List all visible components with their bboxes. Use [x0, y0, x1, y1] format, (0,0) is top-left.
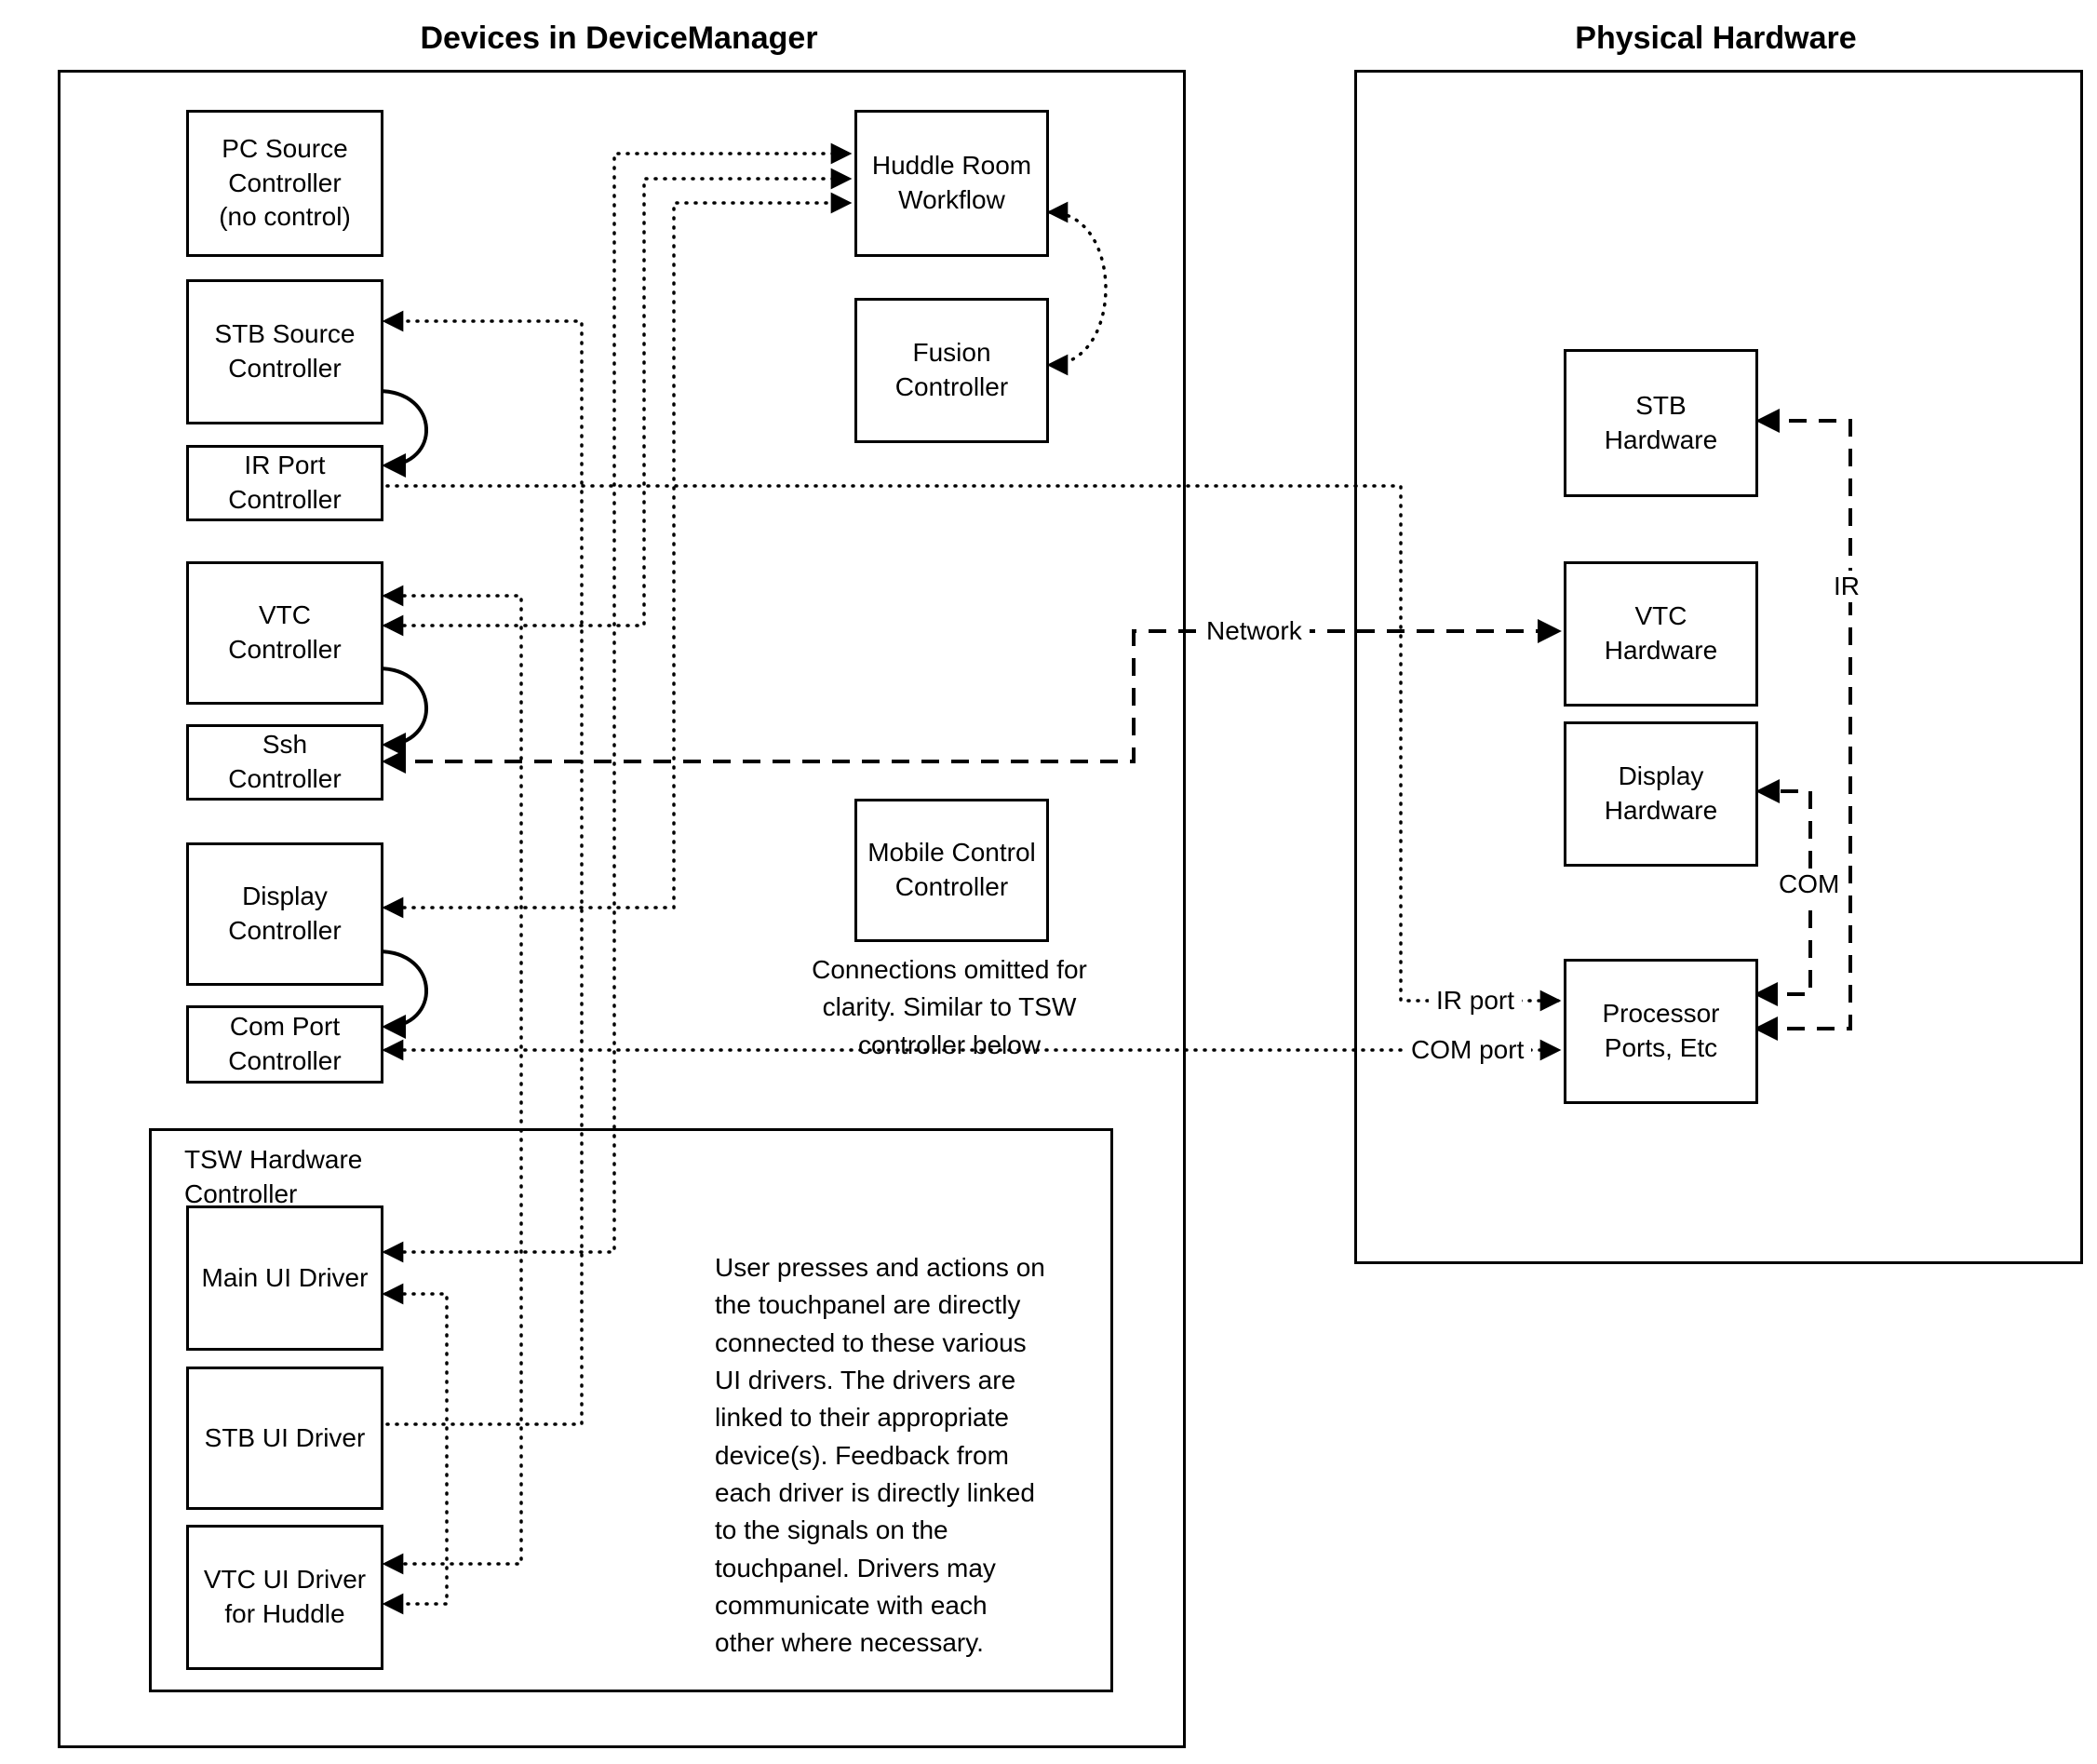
- node-stb-hardware: STB Hardware: [1564, 349, 1758, 497]
- node-display-hardware: Display Hardware: [1564, 721, 1758, 867]
- edge-label-network: Network: [1199, 615, 1310, 647]
- node-mobile-control-controller: Mobile Control Controller: [854, 799, 1049, 942]
- right-section-title: Physical Hardware: [1575, 20, 1857, 56]
- node-display-controller: Display Controller: [186, 842, 383, 986]
- edge-label-ir-port: IR port: [1429, 985, 1523, 1017]
- edge-label-com-port: COM port: [1404, 1034, 1532, 1066]
- node-main-ui-driver: Main UI Driver: [186, 1205, 383, 1351]
- node-ssh-controller: Ssh Controller: [186, 724, 383, 801]
- node-fusion-controller: Fusion Controller: [854, 298, 1049, 443]
- node-processor-ports: Processor Ports, Etc: [1564, 959, 1758, 1104]
- node-huddle-room-workflow: Huddle Room Workflow: [854, 110, 1049, 257]
- node-pc-source-controller: PC Source Controller (no control): [186, 110, 383, 257]
- node-com-port-controller: Com Port Controller: [186, 1005, 383, 1084]
- node-stb-ui-driver: STB UI Driver: [186, 1367, 383, 1510]
- edge-label-com: COM: [1771, 869, 1848, 900]
- mobile-controller-note: Connections omitted for clarity. Similar…: [812, 955, 1087, 1059]
- node-ir-port-controller: IR Port Controller: [186, 445, 383, 521]
- node-vtc-hardware: VTC Hardware: [1564, 561, 1758, 707]
- left-section-title: Devices in DeviceManager: [420, 20, 818, 56]
- edge-label-ir: IR: [1826, 571, 1867, 602]
- node-stb-source-controller: STB Source Controller: [186, 279, 383, 424]
- node-vtc-controller: VTC Controller: [186, 561, 383, 705]
- node-vtc-ui-driver: VTC UI Driver for Huddle: [186, 1525, 383, 1670]
- tsw-container-label: TSW Hardware Controller: [184, 1145, 363, 1208]
- tsw-explanation-note: User presses and actions on the touchpan…: [715, 1253, 1045, 1658]
